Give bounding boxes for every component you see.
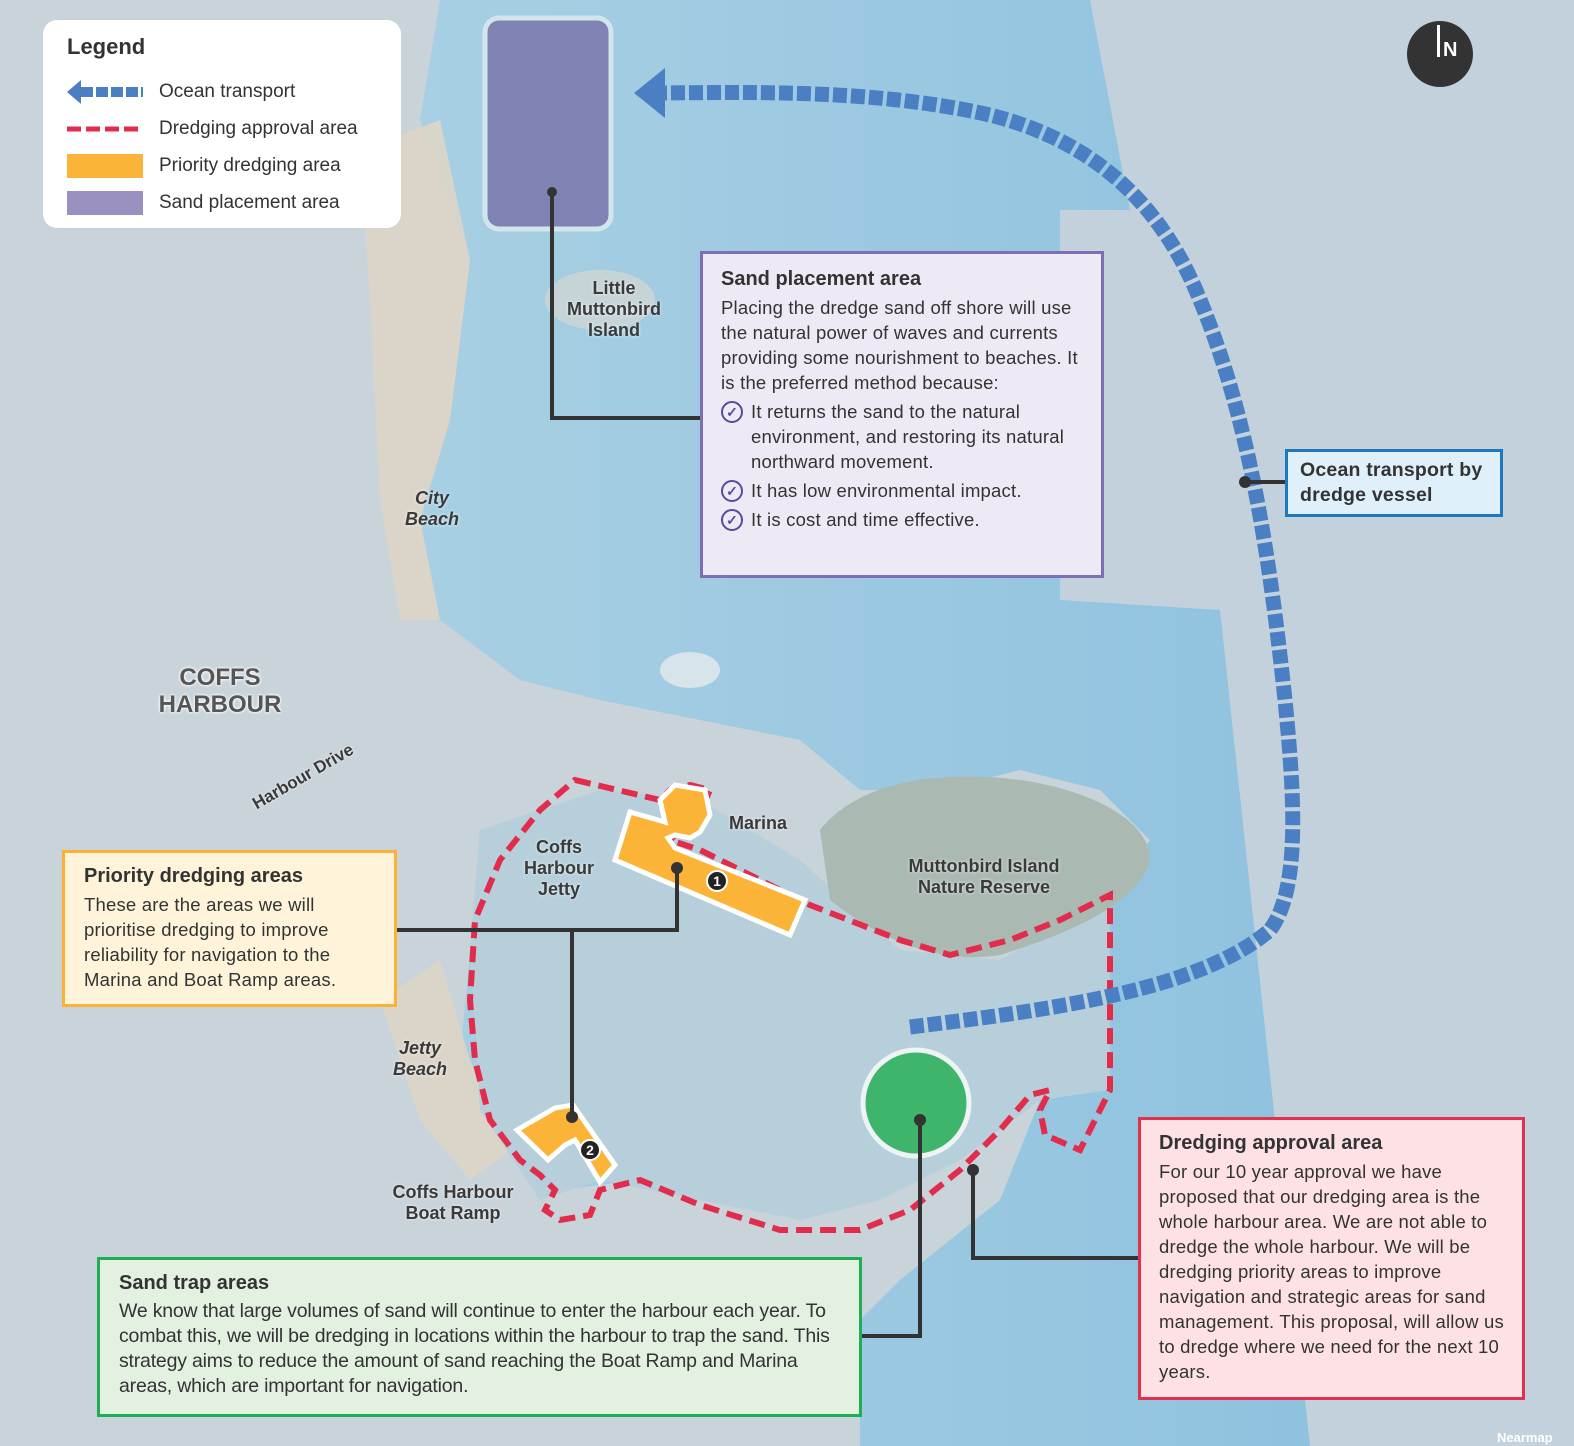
priority-marker-2: 2: [579, 1139, 601, 1161]
sand-placement-area[interactable]: [482, 15, 614, 232]
callout-priority-dredging-areas: Priority dredging areas These are the ar…: [62, 850, 397, 1007]
leader-lines: [397, 192, 1285, 1338]
label-marina: Marina: [728, 813, 788, 833]
callout-title: Ocean transport by dredge vessel: [1300, 459, 1483, 506]
callout-sand-trap-areas: Sand trap areas We know that large volum…: [97, 1257, 862, 1417]
purple-swatch-icon: [67, 191, 143, 215]
callout-sand-placement-area: Sand placement area Placing the dredge s…: [700, 251, 1104, 578]
label-coffs-harbour-jetty: Coffs Harbour Jetty: [523, 837, 594, 899]
callout-body: For our 10 year approval we have propose…: [1159, 1161, 1504, 1382]
callout-body: These are the areas we will prioritise d…: [84, 894, 337, 990]
leader-dots: [547, 187, 1251, 1176]
priority-dredging-area-1[interactable]: [611, 782, 809, 939]
legend-label: Ocean transport: [159, 81, 296, 102]
bullet-item: ✓ It is cost and time effective.: [721, 507, 1083, 532]
priority-marker-1: 1: [706, 870, 728, 892]
legend-label: Dredging approval area: [159, 118, 358, 139]
callout-title: Dredging approval area: [1159, 1132, 1383, 1154]
legend-label: Sand placement area: [159, 192, 340, 213]
label-city-beach: City Beach: [404, 488, 460, 529]
callout-body: We know that large volumes of sand will …: [119, 1300, 830, 1397]
imagery-credit: Nearmap: [1497, 1430, 1553, 1445]
label-coffs-harbour: COFFS HARBOUR: [158, 664, 282, 718]
bullet-item: ✓ It returns the sand to the natural env…: [721, 399, 1083, 474]
callout-body: Placing the dredge sand off shore will u…: [721, 297, 1078, 393]
label-muttonbird-island-nature-reserve: Muttonbird Island Nature Reserve: [908, 856, 1060, 897]
legend-item-sand-placement: Sand placement area: [67, 189, 340, 217]
label-coffs-harbour-boat-ramp: Coffs Harbour Boat Ramp: [392, 1182, 514, 1223]
label-little-muttonbird-island: Little Muttonbird Island: [567, 278, 661, 340]
bullet-item: ✓ It has low environmental impact.: [721, 478, 1083, 503]
legend-item-priority-dredging: Priority dredging area: [67, 152, 341, 180]
legend-label: Priority dredging area: [159, 155, 341, 176]
red-dashed-line-icon: [67, 117, 143, 141]
priority-dredging-area-2[interactable]: [512, 1102, 619, 1187]
legend-item-ocean-transport: Ocean transport: [67, 78, 295, 106]
sand-trap-area[interactable]: [860, 1047, 972, 1159]
callout-ocean-transport: Ocean transport by dredge vessel: [1285, 449, 1503, 517]
check-circle-icon: ✓: [721, 480, 743, 502]
label-jetty-beach: Jetty Beach: [392, 1038, 448, 1079]
check-circle-icon: ✓: [721, 509, 743, 531]
legend-panel: Legend Ocean transport Dredging approval…: [43, 20, 401, 228]
legend-title: Legend: [67, 34, 146, 59]
callout-title: Sand trap areas: [119, 1272, 270, 1294]
callout-title: Sand placement area: [721, 268, 922, 290]
callout-title: Priority dredging areas: [84, 865, 303, 887]
orange-swatch-icon: [67, 154, 143, 178]
blue-dashed-arrow-icon: [67, 80, 143, 104]
ocean-transport-arrowhead: [634, 68, 665, 118]
check-circle-icon: ✓: [721, 401, 743, 423]
north-arrow-icon: N: [1407, 21, 1473, 87]
legend-item-dredging-approval: Dredging approval area: [67, 115, 358, 143]
callout-dredging-approval-area: Dredging approval area For our 10 year a…: [1138, 1117, 1525, 1400]
